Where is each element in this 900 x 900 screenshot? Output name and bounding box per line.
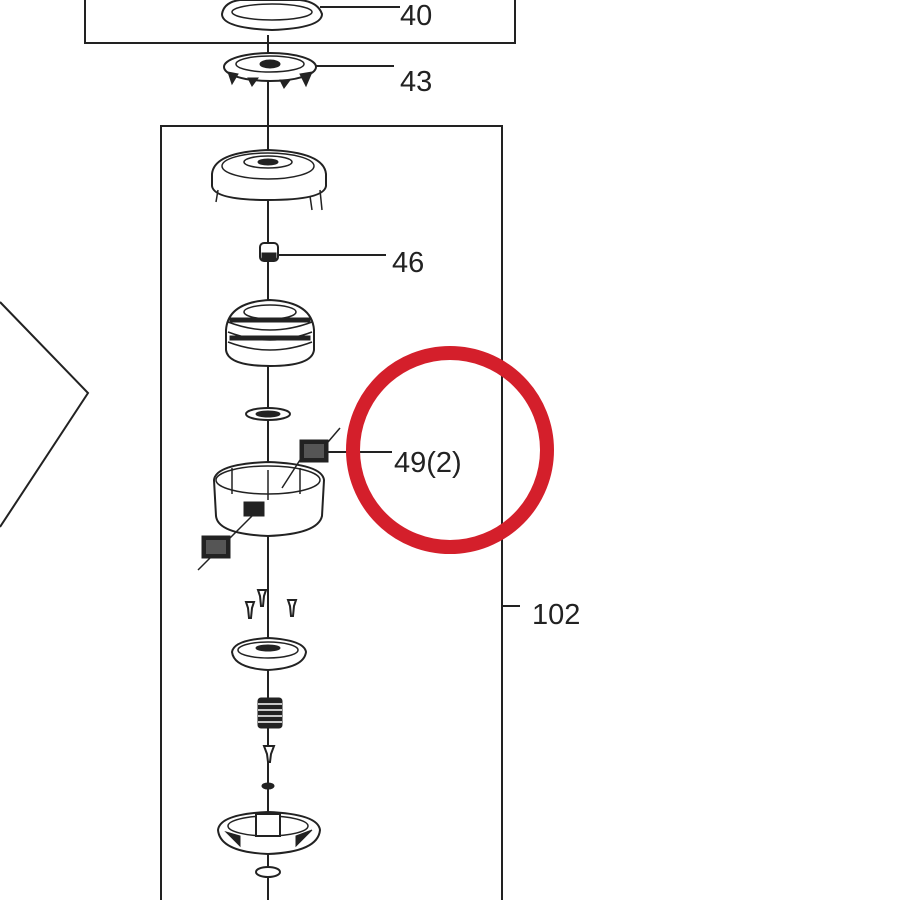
upper-assembly-box [84,0,516,44]
part-49-eyelets [197,427,341,571]
callout-46: 46 [392,247,424,279]
callout-49: 49(2) [394,447,462,479]
part-46-bushing [259,242,279,262]
callout-43: 43 [400,66,432,98]
spool-housing [212,460,326,538]
spool-cover [211,148,327,211]
part-40-cap [220,0,324,32]
small-cap [230,636,308,672]
assembly-102-box [160,125,503,900]
highlight-circle [346,346,554,554]
left-partial-part [0,301,90,528]
pin [261,745,276,790]
callout-102: 102 [532,599,580,631]
line-spool [225,298,315,368]
screws [244,589,298,619]
callout-40: 40 [400,0,432,32]
washer [245,407,291,421]
spring [257,697,283,729]
part-43-gear-ring [223,52,317,89]
bump-knob [216,810,322,878]
